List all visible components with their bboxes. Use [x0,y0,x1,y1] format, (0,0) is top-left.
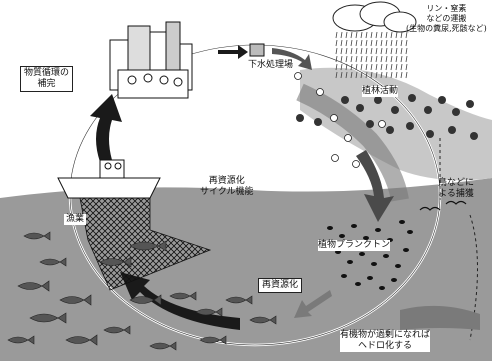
plankton-cluster-icon [327,220,413,290]
arrow-to-shore-icon [272,48,312,70]
fishery-label: 漁業 [64,214,87,225]
remineralization-label: 再資源化 [258,278,303,293]
birds-capture-label: 鳥などに よる捕獲 [438,178,475,199]
nutrient-particles [294,72,386,168]
arrow-to-fishery-icon [120,272,240,330]
fishing-boat-icon [57,159,161,199]
phytoplankton-label: 植物プランクトン [318,240,391,251]
arrow-to-city-icon [90,94,122,162]
recycling-function-label: 再資源化 サイクル機能 [200,176,254,197]
city-buildings-icon [109,21,193,99]
arrow-to-remineral-icon [294,290,332,318]
birds-icon [419,200,467,211]
shore-slope [300,67,492,181]
arrow-to-plankton-icon [356,150,394,222]
material-cycle-label: 物質循環の 補完 [20,66,74,92]
sludge-area [400,305,480,330]
sludge-note-label: 有機物が過剰になれば ヘドロ化する [340,330,431,352]
arrow-to-sewage-icon [218,45,248,59]
estuary-channel [296,83,409,202]
afforestation-label: 植林活動 [362,86,399,97]
phosphorus-nitrogen-label: リン・窒素 などの運搬 (生物の糞尿,死骸など) [406,4,487,33]
fish-school-icon [7,231,422,351]
sewage-plant-label: 下水処理場 [248,60,294,70]
sewage-plant-icon [249,43,265,57]
rain-cloud-icon [332,1,417,80]
forest-icon [296,94,478,140]
